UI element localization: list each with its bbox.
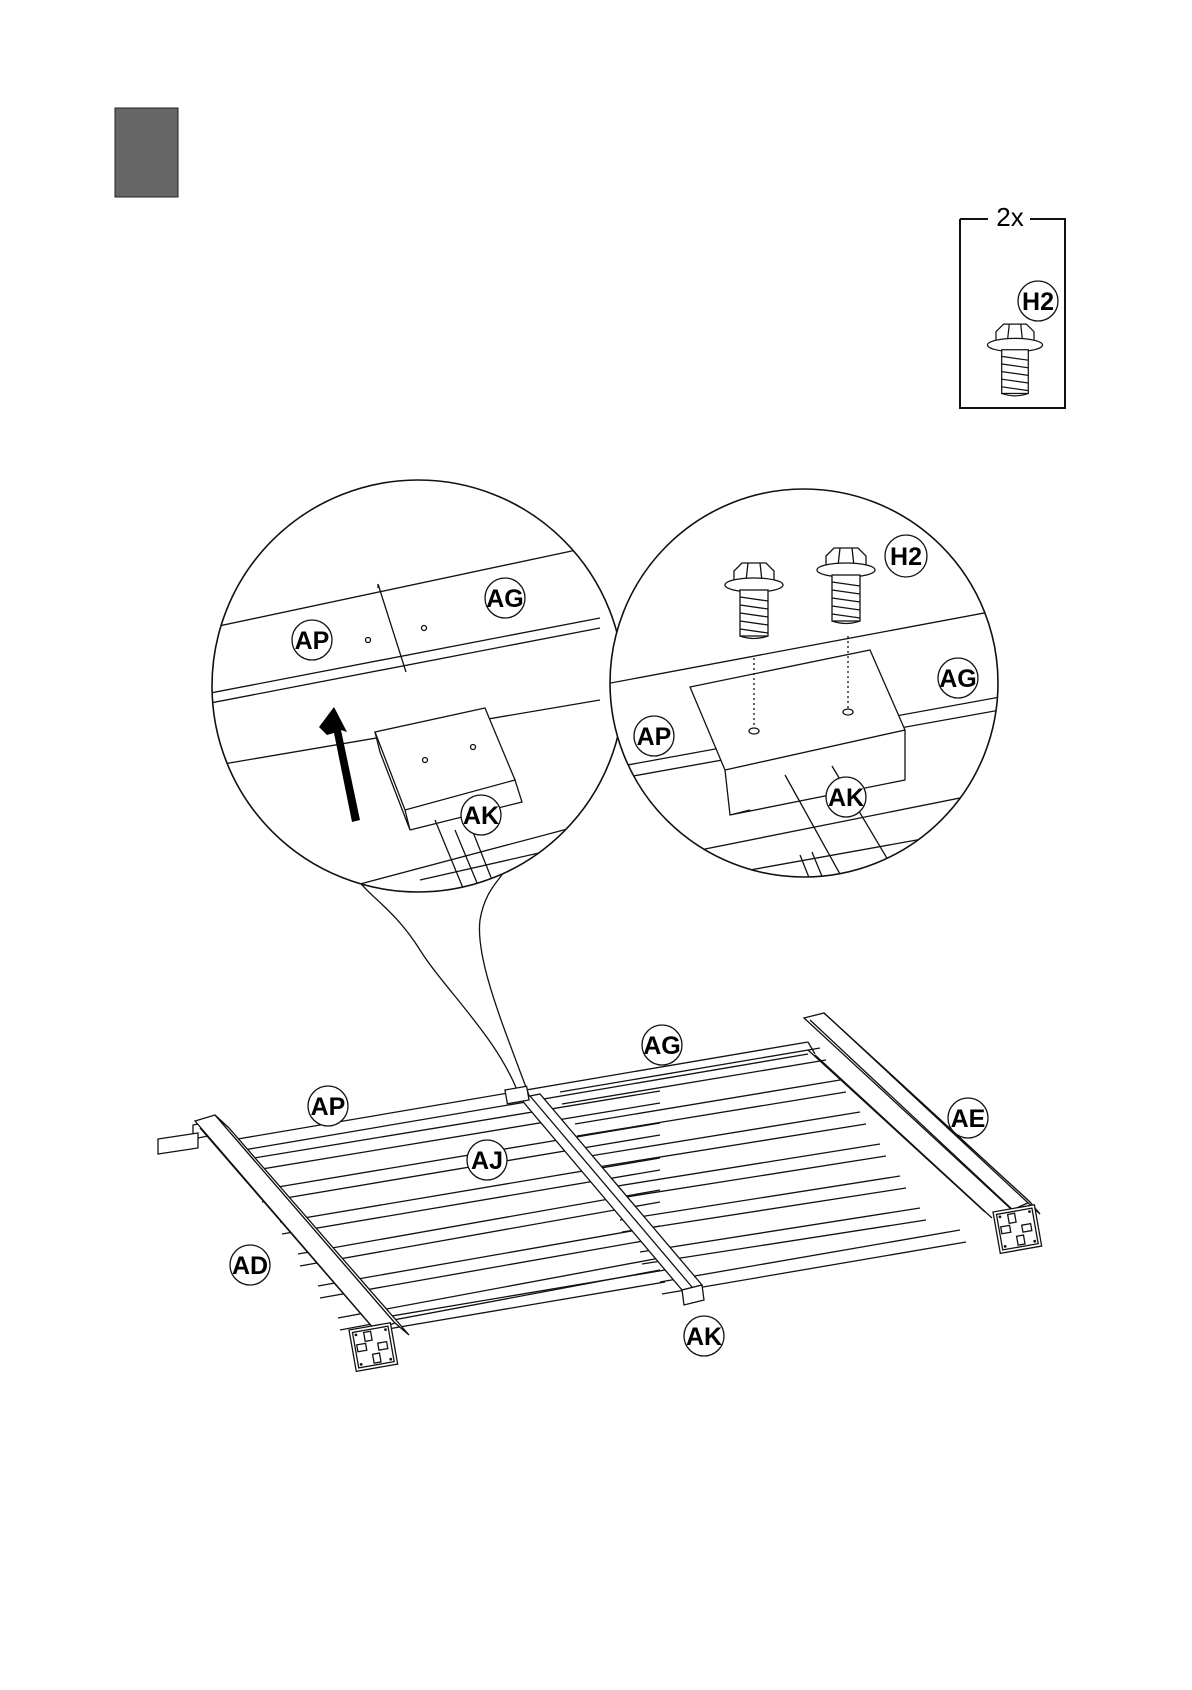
- label-h2-right: H2: [890, 543, 922, 571]
- label-ak: AK: [686, 1323, 722, 1351]
- detail-circle-left: AP AG AK: [200, 480, 640, 905]
- label-ag-left: AG: [486, 585, 524, 613]
- step-marker: [115, 108, 178, 197]
- label-ak-right: AK: [828, 784, 864, 812]
- label-ae: AE: [951, 1105, 986, 1133]
- zoom-callout-lines: [360, 870, 530, 1098]
- label-ap-left: AP: [295, 627, 330, 655]
- detail-circle-right: H2 AP AG AK: [600, 489, 1000, 930]
- quantity-label: 2x: [996, 202, 1023, 232]
- part-label-h2: H2: [1022, 288, 1054, 316]
- hardware-box: 2x H2: [960, 202, 1065, 408]
- bolt-icon: [987, 324, 1042, 396]
- label-aj: AJ: [471, 1147, 503, 1175]
- label-ap-right: AP: [637, 723, 672, 751]
- label-ag-right: AG: [939, 665, 977, 693]
- label-ad: AD: [232, 1252, 268, 1280]
- bed-frame: [158, 1013, 1042, 1371]
- label-ag: AG: [643, 1032, 681, 1060]
- label-ap: AP: [311, 1093, 346, 1121]
- label-ak-left: AK: [463, 802, 499, 830]
